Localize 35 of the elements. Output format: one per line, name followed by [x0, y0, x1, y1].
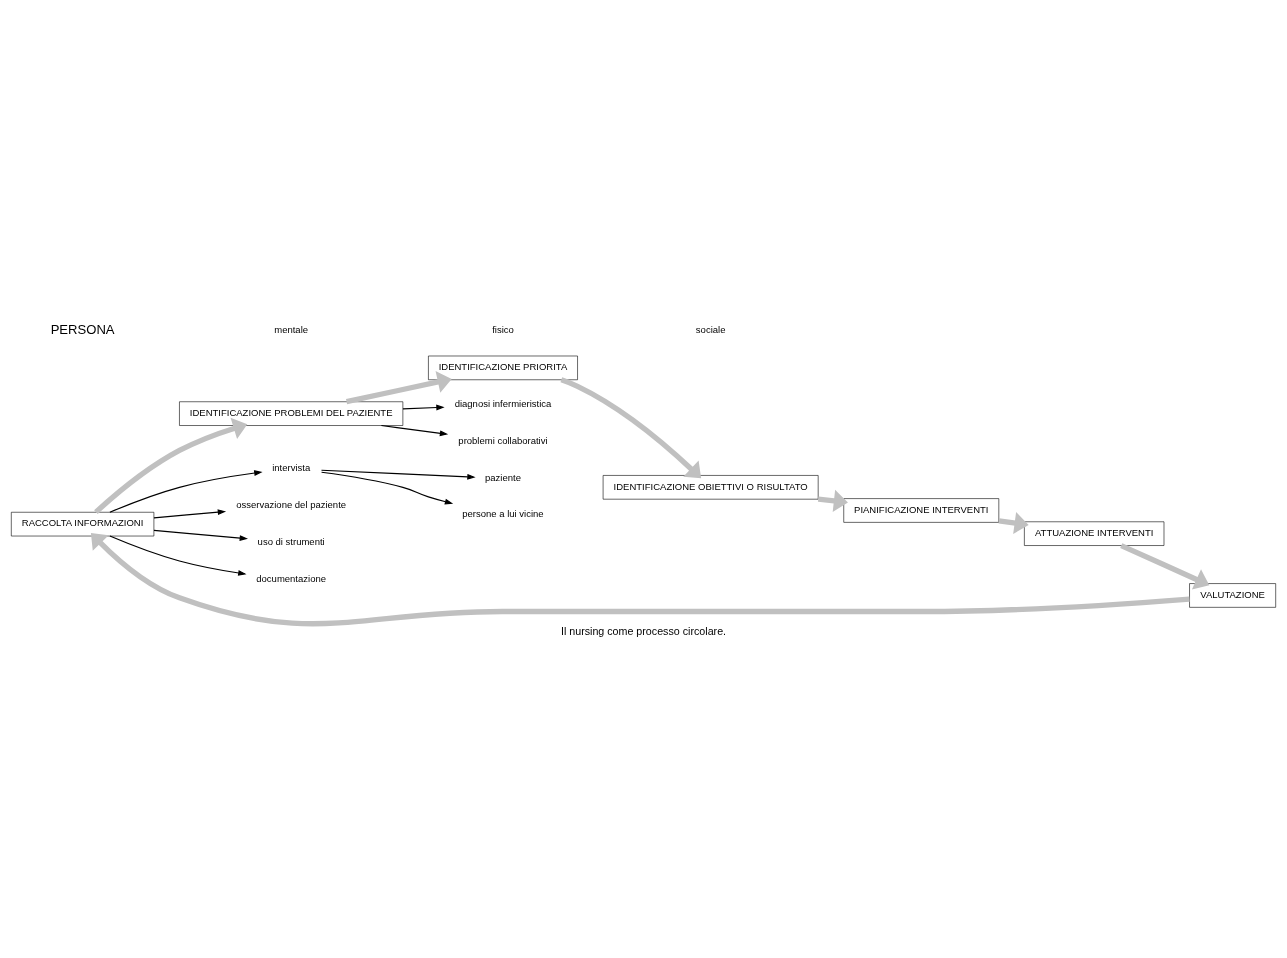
arrow — [345, 371, 452, 405]
arrow — [380, 424, 449, 437]
arrow — [320, 469, 476, 480]
arrow — [94, 417, 248, 515]
node-box: IDENTIFICAZIONE PRIORITA — [428, 355, 578, 381]
node-text: paziente — [485, 471, 521, 483]
arrow — [817, 489, 848, 512]
arrow — [998, 511, 1029, 535]
node-text: diagnosi infermieristica — [454, 397, 552, 409]
node-box: PIANIFICAZIONE INTERVENTI — [843, 498, 1000, 523]
arrow — [109, 470, 263, 513]
arrow — [560, 377, 702, 479]
label: fisico — [492, 324, 514, 336]
arrow — [320, 471, 454, 505]
label: PERSONA — [50, 322, 115, 338]
node-text: persone a lui vicine — [462, 508, 544, 520]
node-text: osservazione del paziente — [236, 498, 347, 510]
caption: Il nursing come processo circolare. — [560, 624, 727, 637]
arrow — [153, 529, 248, 541]
node-text: problemi collaborativi — [458, 434, 548, 446]
node-box: IDENTIFICAZIONE OBIETTIVI O RISULTATO — [602, 475, 819, 500]
arrow — [153, 509, 227, 519]
node-box: VALUTAZIONE — [1189, 583, 1276, 608]
node-box: RACCOLTA INFORMAZIONI — [11, 511, 155, 537]
node-box: IDENTIFICAZIONE PROBLEMI DEL PAZIENTE — [179, 401, 404, 426]
label: sociale — [695, 324, 726, 336]
arrow — [90, 532, 1190, 627]
node-text: documentazione — [256, 572, 327, 584]
arrow — [402, 404, 445, 411]
node-text: intervista — [272, 462, 311, 474]
arrow — [109, 535, 247, 576]
arrow — [1120, 543, 1210, 590]
label: mentale — [274, 324, 309, 336]
node-text: uso di strumenti — [257, 535, 325, 547]
node-box: ATTUAZIONE INTERVENTI — [1024, 521, 1165, 546]
